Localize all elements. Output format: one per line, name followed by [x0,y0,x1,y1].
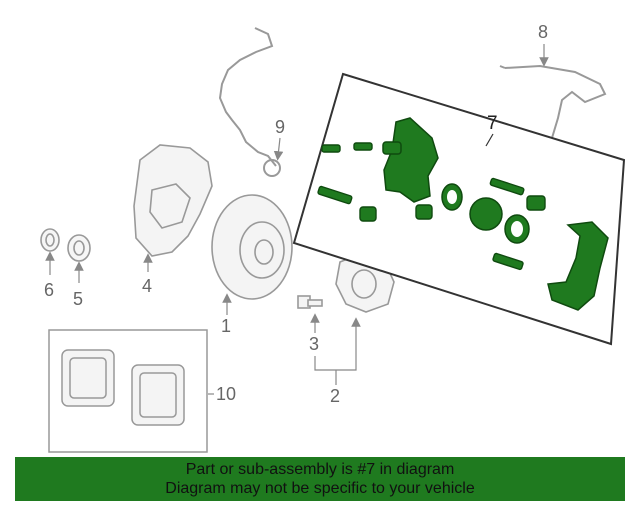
callout-7: 7 [487,113,498,134]
caliper-body [382,117,439,203]
brake-rotor [211,194,293,300]
splash-shield [133,144,213,257]
caliper-bracket [547,221,609,311]
caliper-hardware [317,142,546,271]
info-banner: Part or sub-assembly is #7 in diagram Di… [15,457,625,501]
callout-3: 3 [309,334,319,354]
callout-5: 5 [73,289,83,309]
banner-line-1: Part or sub-assembly is #7 in diagram [185,461,455,478]
callout-10: 10 [216,384,236,404]
callout-4: 4 [142,276,152,296]
parts-diagram: 8 9 4 6 5 1 3 2 [40,22,626,453]
abs-sensor [218,27,281,177]
bearing-5 [67,234,91,262]
caliper-pistons [441,183,530,244]
banner-line-2: Diagram may not be specific to your vehi… [165,480,475,497]
pad-set-box [48,329,208,453]
brake-pads [61,349,185,426]
callout-8: 8 [538,22,548,42]
seal-6 [40,228,60,252]
callout-9: 9 [275,117,285,137]
hub-bolt [297,295,323,309]
callout-6: 6 [44,280,54,300]
callout-1: 1 [221,316,231,336]
caliper-box [292,72,626,346]
callout-2: 2 [330,386,340,406]
